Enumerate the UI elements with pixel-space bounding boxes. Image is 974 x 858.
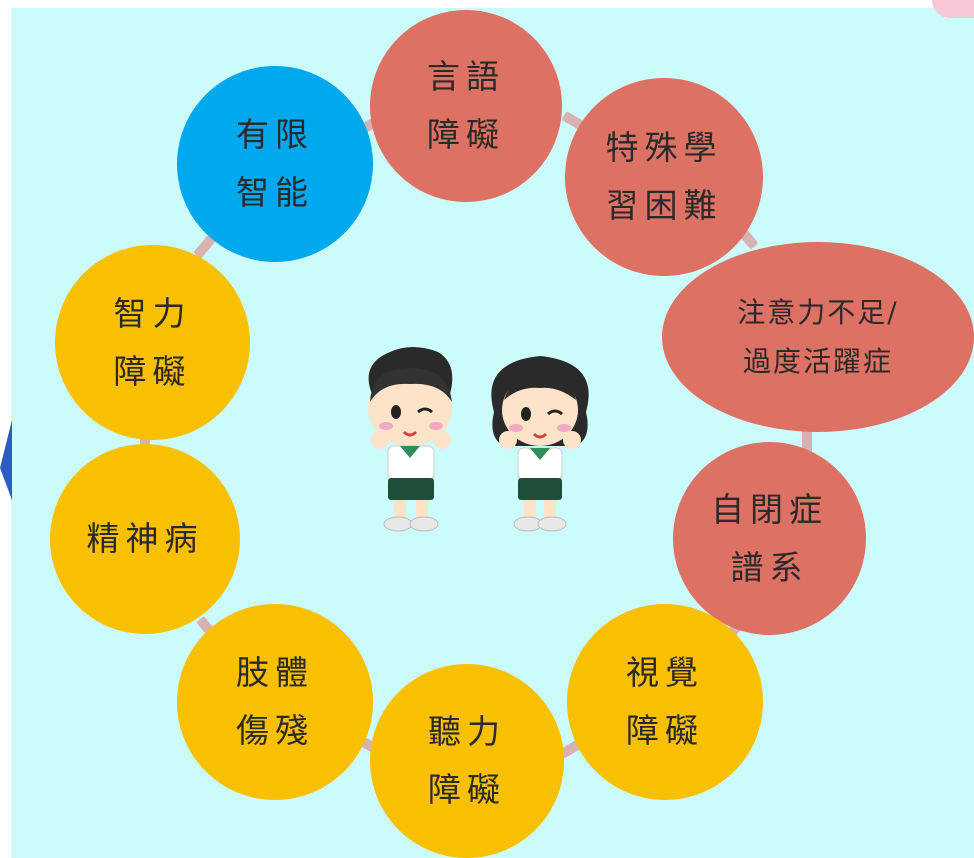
left-arrow-decoration (0, 420, 12, 500)
node-label: 過度活躍症 (742, 345, 893, 378)
node-label: 障礙 (427, 115, 505, 154)
node-label: 障礙 (428, 770, 506, 809)
node-label: 有限 (236, 115, 314, 155)
node-label: 障礙 (113, 351, 192, 391)
node-mental-illness: 精神病 (50, 444, 240, 634)
node-specific-learning-difficulties: 特殊學 習困難 (565, 78, 763, 276)
node-autism-spectrum: 自閉症 譜系 (673, 442, 866, 635)
node-label: 傷殘 (236, 711, 314, 750)
node-label: 注意力不足/ (737, 296, 899, 329)
node-label: 特殊學 (605, 128, 723, 168)
node-intellectual-disability: 智力 障礙 (55, 245, 250, 440)
node-label: 肢體 (236, 653, 314, 693)
node-limited-intelligence: 有限 智能 (177, 66, 373, 262)
corner-decoration (932, 0, 974, 18)
node-label: 聽力 (428, 712, 506, 752)
node-label: 障礙 (626, 711, 704, 750)
node-label: 智力 (113, 293, 192, 333)
node-speech-impairment: 言語 障礙 (370, 10, 562, 202)
node-label: 自閉症 (711, 489, 828, 529)
node-hearing-impairment: 聽力 障礙 (370, 664, 564, 858)
node-label: 譜系 (730, 547, 809, 587)
node-adhd: 注意力不足/ 過度活躍症 (662, 242, 974, 432)
girl-figure (491, 356, 589, 532)
children-illustration (368, 347, 589, 532)
node-label: 智能 (236, 173, 314, 212)
node-physical-disability: 肢體 傷殘 (177, 604, 373, 800)
node-label: 言語 (427, 57, 505, 97)
node-label: 習困難 (605, 186, 723, 225)
node-label: 精神病 (86, 519, 204, 559)
node-label: 視覺 (626, 653, 704, 693)
boy-figure (368, 347, 453, 532)
node-visual-impairment: 視覺 障礙 (567, 604, 763, 800)
